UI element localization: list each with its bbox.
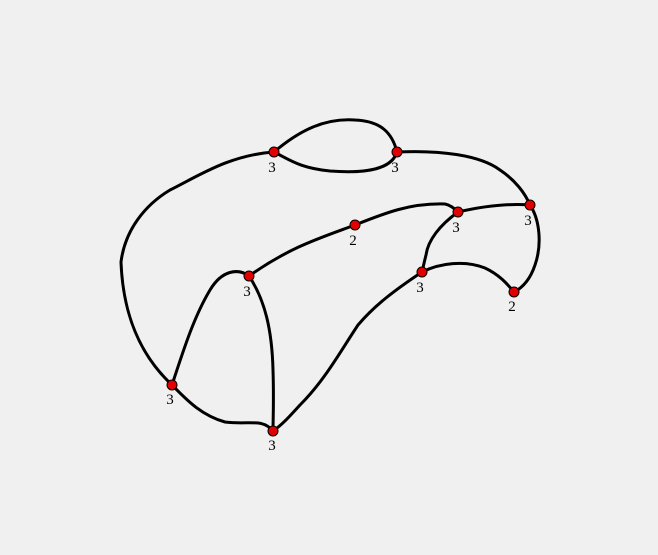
graph-node: 3 — [452, 206, 464, 236]
node-label: 3 — [243, 284, 251, 300]
node-marker — [243, 270, 255, 282]
node-marker — [508, 286, 520, 298]
graph-node: 2 — [349, 219, 361, 249]
node-marker — [268, 146, 280, 158]
graph-edge — [395, 150, 532, 207]
graph-edge — [170, 383, 275, 433]
node-label: 3 — [166, 392, 174, 408]
graph-edge — [456, 203, 532, 214]
graph-node: 3 — [243, 270, 255, 300]
node-label: 3 — [416, 280, 424, 296]
graph-edge — [271, 270, 424, 433]
graph-node: 3 — [166, 379, 178, 408]
graph-node: 3 — [391, 146, 403, 176]
node-label: 3 — [268, 160, 276, 176]
node-marker — [349, 219, 361, 231]
graph-node: 3 — [524, 199, 536, 229]
node-label: 3 — [452, 220, 460, 236]
node-marker — [267, 425, 279, 437]
node-marker — [416, 266, 428, 278]
node-marker — [524, 199, 536, 211]
node-label: 2 — [508, 299, 516, 315]
node-marker — [391, 146, 403, 158]
node-label: 3 — [268, 438, 276, 454]
node-marker — [452, 206, 464, 218]
graph-edge — [272, 150, 399, 174]
graph-edge — [420, 261, 516, 294]
graph-edge — [272, 118, 399, 154]
graph-edge — [119, 150, 276, 387]
node-marker — [166, 379, 178, 391]
graph-node: 3 — [268, 146, 280, 176]
graph-edge — [353, 202, 460, 227]
node-label: 3 — [391, 160, 399, 176]
graph-edge — [170, 270, 251, 387]
graph-node: 2 — [508, 286, 520, 315]
graph-node: 3 — [416, 266, 428, 296]
graph-edge — [512, 203, 541, 294]
graph-edge — [247, 274, 275, 433]
graph-node: 3 — [267, 425, 279, 454]
node-label: 2 — [349, 233, 357, 249]
node-label: 3 — [524, 213, 532, 229]
graph-edge — [247, 223, 357, 278]
